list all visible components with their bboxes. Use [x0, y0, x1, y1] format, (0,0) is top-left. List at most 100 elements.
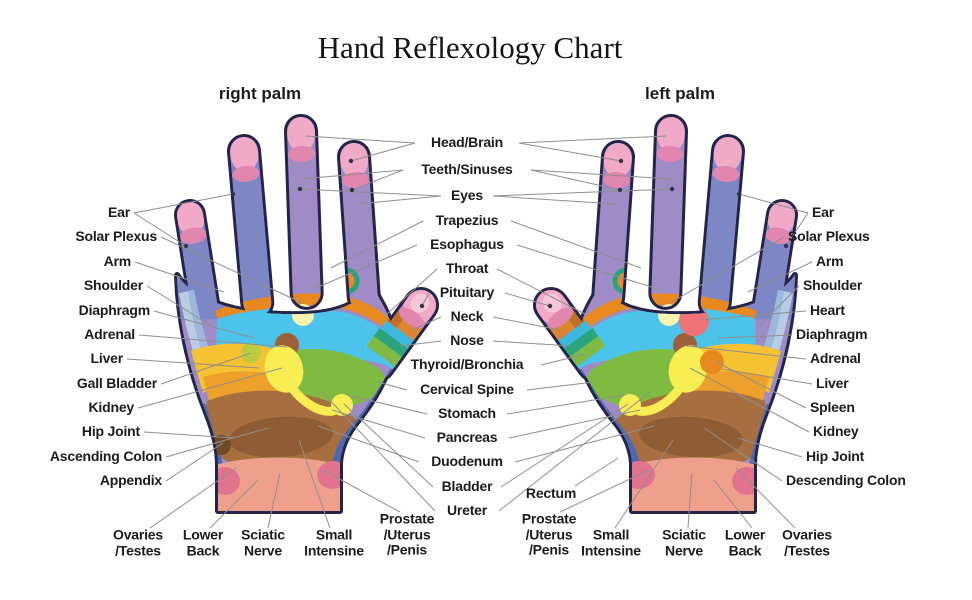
- leader-line-heart: [699, 310, 807, 321]
- label-cervical-spine: Cervical Spine: [420, 381, 514, 398]
- label-teeth-sinuses: Teeth/Sinuses: [421, 161, 513, 178]
- leader-line-trapezius: [330, 220, 424, 269]
- leader-line-duodenum: [317, 425, 420, 463]
- heart-region: [679, 306, 709, 336]
- leader-line-ascending-colon: [165, 427, 269, 458]
- left-palm-heading: left palm: [645, 84, 715, 103]
- right-palm-hand: [161, 116, 445, 513]
- leader-line-eyes: [492, 195, 616, 205]
- label-esophagus: Esophagus: [430, 236, 504, 253]
- label-throat: Throat: [445, 260, 489, 277]
- leader-line-adrenal-left: [138, 334, 288, 348]
- leader-line-teeth-sinuses: [300, 169, 404, 180]
- leader-line-ovaries-testes-left: [149, 467, 237, 529]
- label-appendix: Appendix: [99, 472, 162, 489]
- leader-line-esophagus: [310, 244, 418, 291]
- leader-line-throat: [496, 268, 586, 315]
- leader-line-cervical-spine: [377, 381, 408, 391]
- pointer-dot-teeth-sinuses: [349, 187, 355, 193]
- pointer-dot-ear-left: [183, 243, 189, 249]
- leader-line-shoulder-right: [756, 285, 800, 329]
- label-pancreas: Pancreas: [436, 429, 498, 446]
- label-arm-right: Arm: [816, 253, 844, 270]
- label-spleen: Spleen: [810, 399, 855, 416]
- label-adrenal-left: Adrenal: [84, 326, 135, 343]
- pointer-dot-pituitary: [547, 303, 553, 309]
- label-thyroid-bronchia: Thyroid/Bronchia: [410, 356, 524, 373]
- leader-lines: [126, 135, 813, 529]
- leader-line-solar-plexus-right: [669, 236, 785, 304]
- leader-line-liver-left: [126, 358, 260, 369]
- label-small-intensine-left: Small Intensine: [304, 526, 364, 558]
- leader-line-prostate-uterus-penis-left: [322, 469, 401, 513]
- leader-line-gall-bladder-left: [160, 352, 252, 385]
- leader-line-ear-left: [133, 212, 187, 247]
- leader-line-teeth-sinuses: [351, 169, 404, 191]
- leader-line-ovaries-testes-right: [735, 467, 796, 529]
- label-ascending-colon: Ascending Colon: [49, 448, 162, 465]
- label-ear-right: Ear: [812, 204, 834, 221]
- label-hip-joint-left: Hip Joint: [81, 423, 140, 440]
- leader-line-eyes: [299, 188, 442, 197]
- label-ovaries-testes-right: Ovaries /Testes: [782, 526, 832, 558]
- label-duodenum: Duodenum: [431, 453, 503, 470]
- leader-line-ear-left: [133, 193, 234, 214]
- leader-line-rectum: [574, 457, 619, 487]
- label-nose: Nose: [450, 332, 484, 349]
- leader-line-descending-colon: [703, 427, 783, 482]
- label-kidney-right: Kidney: [813, 423, 859, 440]
- leader-line-lower-back-left: [209, 479, 259, 529]
- leader-line-sciatic-nerve-left: [267, 472, 281, 529]
- leader-line-bladder: [500, 403, 629, 488]
- label-prostate-uterus-penis-left: Prostate /Uterus /Penis: [379, 510, 435, 558]
- label-ureter: Ureter: [446, 502, 488, 519]
- label-diaphragm-left: Diaphragm: [78, 302, 151, 319]
- leader-line-diaphragm-left: [153, 310, 255, 339]
- leader-line-kidney-right: [689, 367, 810, 433]
- leader-line-pancreas: [331, 409, 426, 439]
- label-gall-bladder-left: Gall Bladder: [76, 375, 157, 392]
- label-lower-back-left: Lower Back: [182, 526, 224, 558]
- label-diaphragm-right: Diaphragm: [796, 326, 868, 343]
- label-head-brain: Head/Brain: [431, 134, 503, 151]
- leader-line-neck: [411, 316, 442, 331]
- leader-line-ureter: [321, 391, 436, 512]
- label-adrenal-right: Adrenal: [810, 350, 861, 367]
- leader-line-liver-right: [721, 368, 813, 385]
- pointer-dot-ear-left: [230, 191, 236, 197]
- label-shoulder-left: Shoulder: [83, 277, 143, 294]
- label-ovaries-testes-left: Ovaries /Testes: [113, 526, 163, 558]
- leader-line-cervical-spine: [526, 381, 595, 391]
- leader-line-ear-right: [785, 212, 809, 247]
- pointer-dot-ear-right: [736, 191, 742, 197]
- leader-line-ureter: [498, 391, 651, 512]
- label-liver-left: Liver: [90, 350, 124, 367]
- leader-line-head-brain: [305, 135, 416, 144]
- leader-line-appendix: [165, 442, 224, 482]
- label-liver-right: Liver: [816, 375, 849, 392]
- leader-line-pancreas: [508, 409, 641, 439]
- leader-line-head-brain: [350, 142, 416, 162]
- label-bladder: Bladder: [441, 478, 493, 495]
- leader-line-thyroid-bronchia: [385, 353, 394, 366]
- leader-line-small-intensine-left: [298, 439, 331, 529]
- label-eyes: Eyes: [451, 187, 483, 204]
- right-palm-heading: right palm: [218, 84, 302, 103]
- leader-line-pituitary: [504, 292, 551, 307]
- label-heart: Heart: [810, 302, 845, 319]
- leader-line-hip-joint-left: [143, 431, 235, 439]
- leader-line-bladder: [343, 403, 434, 488]
- label-trapezius: Trapezius: [435, 212, 499, 229]
- pointer-dot-ear-right: [783, 243, 789, 249]
- label-kidney-left: Kidney: [88, 399, 135, 416]
- leader-line-thyroid-bronchia: [540, 353, 587, 366]
- label-ear-left: Ear: [108, 204, 130, 221]
- pointer-dots: [183, 158, 789, 309]
- label-lower-back-right: Lower Back: [724, 526, 766, 558]
- left-palm-hand: [527, 116, 811, 513]
- leader-line-esophagus: [516, 244, 662, 291]
- leader-line-spleen: [715, 361, 807, 409]
- leader-line-arm-right: [747, 261, 813, 293]
- label-prostate-uterus-penis-right: Prostate /Uterus /Penis: [521, 510, 577, 558]
